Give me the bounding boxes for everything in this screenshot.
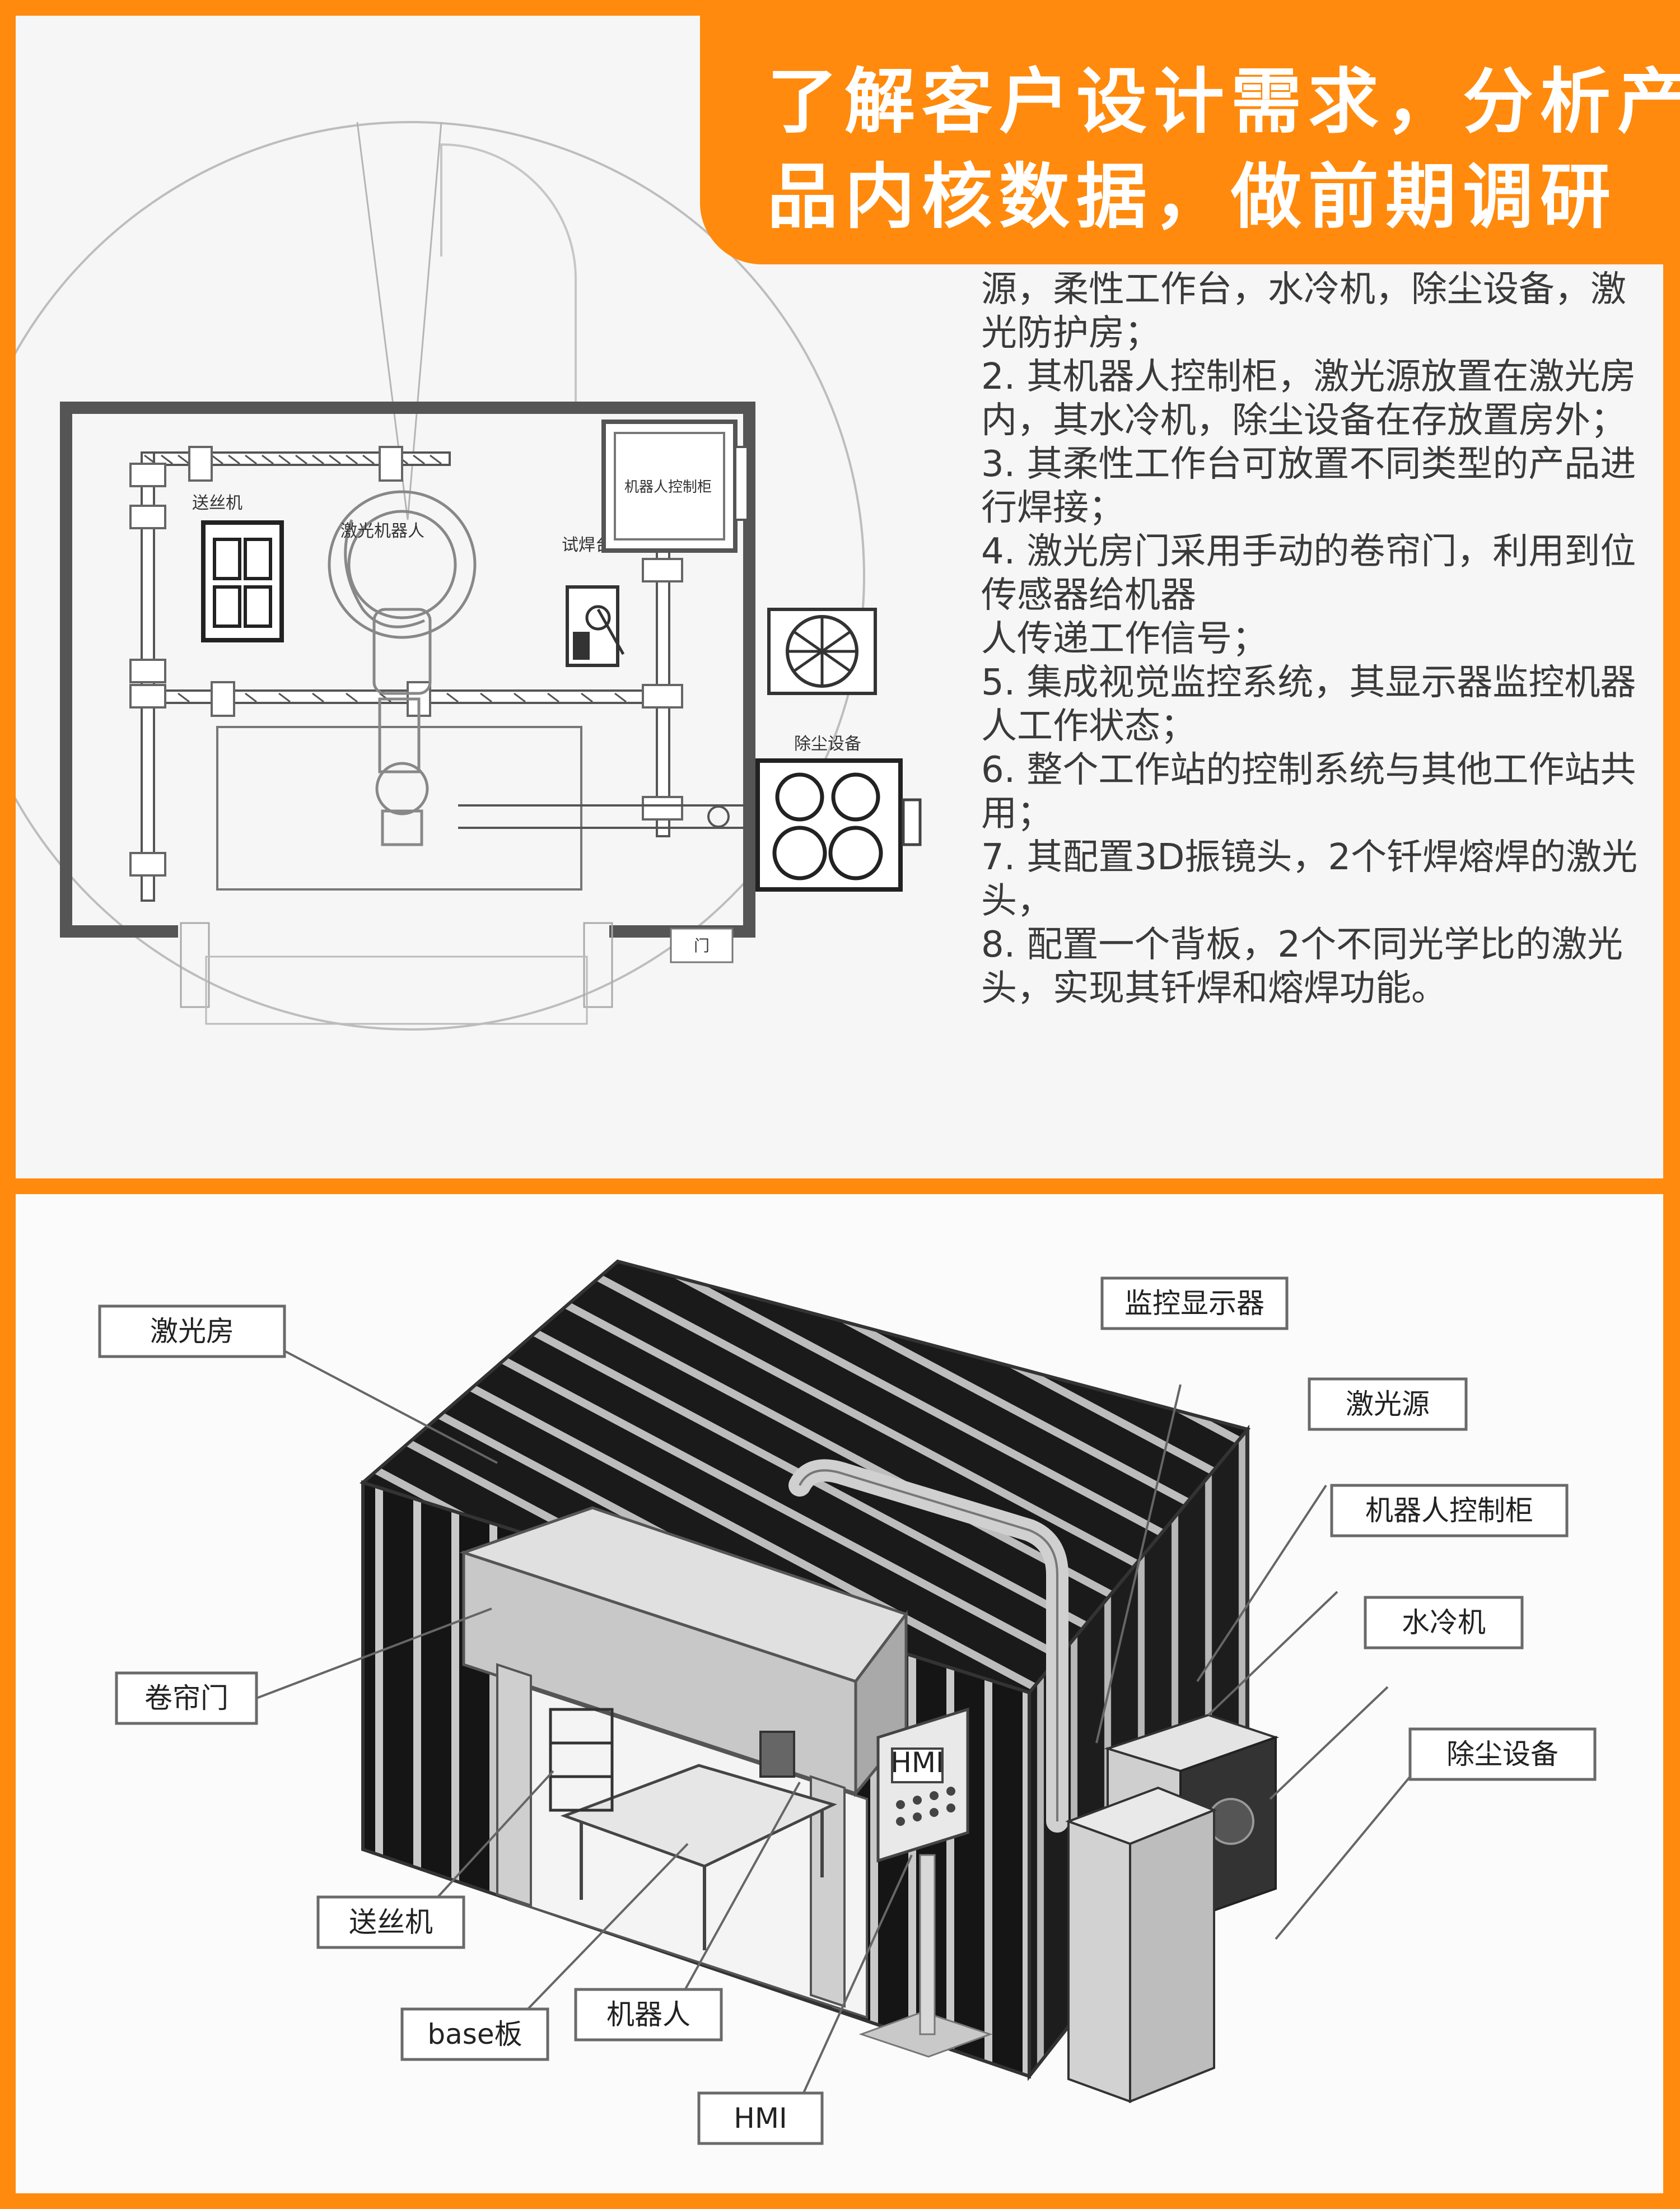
svg-text:base板: base板 — [427, 2018, 522, 2050]
requirement-line: 6. 整个工作站的控制系统与其他工作站共 — [981, 749, 1636, 791]
requirements-list: 源，柔性工作台，水冷机，除尘设备，激 光防护房； 2. 其机器人控制柜，激光源放… — [981, 268, 1648, 1010]
layout-drawing: 门 送丝机 — [16, 121, 922, 1031]
isometric-drawing: HMI — [98, 1259, 1597, 2145]
hmi-stand: HMI — [858, 1707, 993, 2058]
robot-top-view — [328, 490, 477, 846]
callout-monitor: 监控显示器 — [1100, 1276, 1289, 1330]
wire-feeder-label: 送丝机 — [192, 493, 242, 513]
svg-text:水冷机: 水冷机 — [1402, 1606, 1486, 1639]
svg-text:除尘设备: 除尘设备 — [1446, 1738, 1558, 1770]
callout-roller-door: 卷帘门 — [115, 1671, 258, 1725]
dust-remover-unit — [1065, 1786, 1217, 2103]
laser-source-cabinet: 机器人控制柜 — [601, 420, 749, 553]
dust-label: 除尘设备 — [794, 734, 861, 754]
banner-title-line-1: 了解客户设计需求，分析产 — [767, 60, 1680, 143]
svg-text:送丝机: 送丝机 — [349, 1906, 433, 1938]
requirement-line: 2. 其机器人控制柜，激光源放置在激光房 — [981, 356, 1636, 398]
isometric-panel: HMI — [16, 1194, 1663, 2193]
fence-frame — [141, 451, 670, 902]
banner-title-line-2: 品内核数据，做前期调研 — [767, 156, 1617, 238]
chiller-top — [767, 608, 877, 695]
svg-text:机器人控制柜: 机器人控制柜 — [1365, 1494, 1533, 1527]
callout-chiller: 水冷机 — [1364, 1596, 1524, 1649]
svg-text:机器人: 机器人 — [606, 1998, 690, 2031]
wire-feeder-frame — [549, 1708, 614, 1812]
svg-text:激光房: 激光房 — [150, 1315, 234, 1348]
svg-text:激光源: 激光源 — [1346, 1388, 1430, 1420]
callout-base-plate: base板 — [400, 2007, 549, 2061]
reach-circle — [16, 121, 865, 1031]
requirement-line: 5. 集成视觉监控系统，其显示器监控机器 — [981, 662, 1636, 703]
requirement-line: 人工作状态； — [981, 706, 1196, 747]
requirement-line: 源，柔性工作台，水冷机，除尘设备，激 — [981, 269, 1626, 310]
dust-remover-top — [755, 758, 922, 892]
header-banner: 了解客户设计需求，分析产 品内核数据，做前期调研 — [700, 16, 1680, 264]
callout-robot: 机器人 — [574, 1988, 723, 2042]
requirement-line: 人传递工作信号； — [981, 618, 1268, 660]
svg-text:HMI: HMI — [734, 2102, 787, 2135]
cabinet-label: 机器人控制柜 — [624, 479, 712, 496]
requirement-line: 光防护房； — [981, 313, 1160, 354]
hmi-screen-text: HMI — [890, 1746, 944, 1779]
requirement-line: 8. 配置一个背板，2个不同光学比的激光 — [981, 924, 1623, 966]
svg-text:监控显示器: 监控显示器 — [1124, 1287, 1264, 1320]
base-plate — [560, 1764, 837, 1868]
robot-body — [759, 1731, 795, 1778]
duct — [458, 804, 755, 829]
wire-feeder — [201, 520, 284, 642]
requirement-line: 头， — [981, 880, 1053, 922]
requirement-line: 4. 激光房门采用手动的卷帘门，利用到位 — [981, 531, 1636, 572]
svg-text:卷帘门: 卷帘门 — [144, 1682, 228, 1714]
requirement-line: 内，其水冷机，除尘设备在存放置房外； — [981, 400, 1626, 441]
requirement-line: 3. 其柔性工作台可放置不同类型的产品进 — [981, 444, 1636, 485]
work-table — [216, 726, 582, 891]
robot-label: 激光机器人 — [340, 521, 424, 541]
requirement-line: 7. 其配置3D振镜头，2个钎焊熔焊的激光 — [981, 837, 1638, 878]
requirement-line: 传感器给机器 — [981, 575, 1196, 616]
callout-laser-source: 激光源 — [1308, 1377, 1468, 1431]
callout-wire-feeder: 送丝机 — [316, 1895, 465, 1949]
callout-hmi: HMI — [697, 2091, 824, 2145]
test-bench — [566, 585, 625, 667]
callout-robot-cabinet: 机器人控制柜 — [1330, 1484, 1569, 1537]
requirement-line: 行焊接； — [981, 487, 1124, 529]
requirement-line: 用； — [981, 793, 1053, 835]
requirement-line: 头，实现其钎焊和熔焊功能。 — [981, 968, 1447, 1009]
callout-laser-room: 激光房 — [98, 1304, 286, 1358]
callout-dust-remover: 除尘设备 — [1408, 1727, 1597, 1781]
door-mark-label: 门 — [694, 936, 710, 955]
